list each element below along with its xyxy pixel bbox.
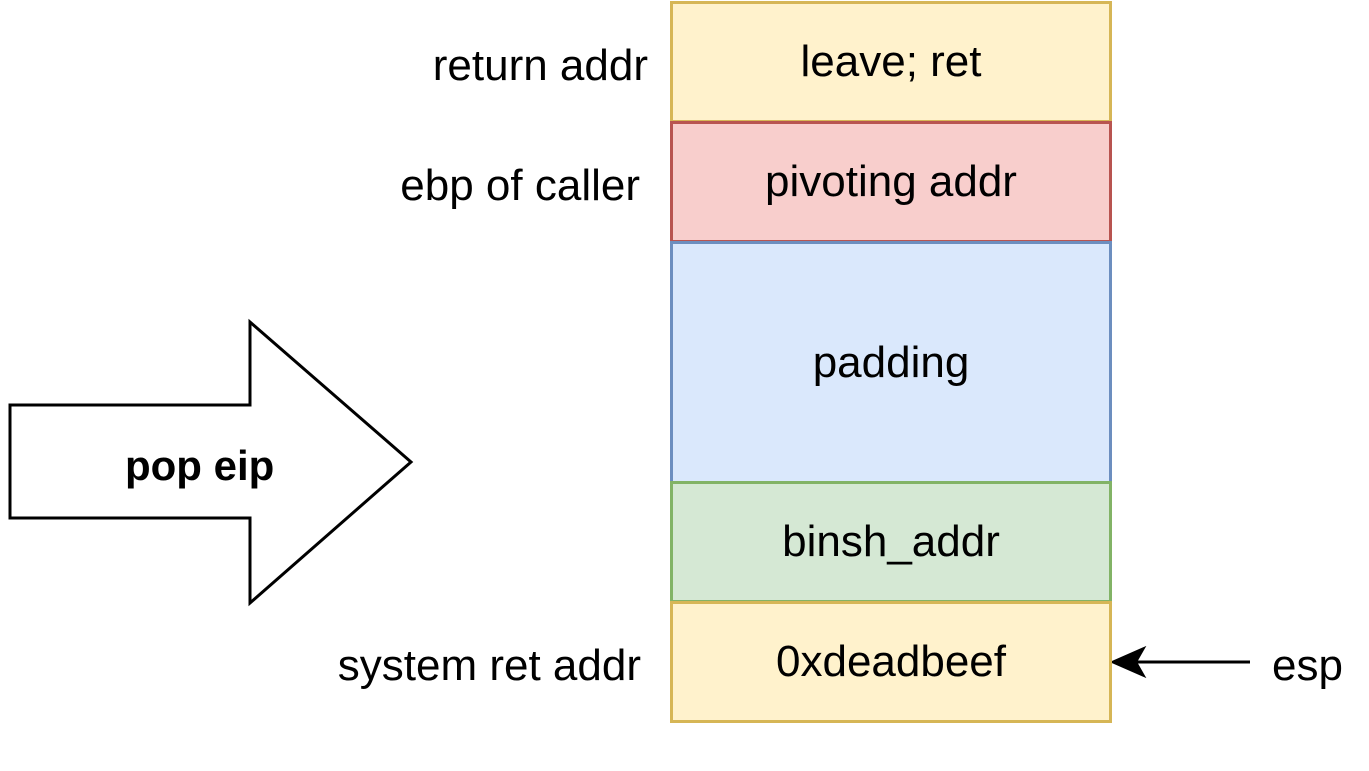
esp-label: esp xyxy=(1272,641,1343,690)
label-return-addr: return addr xyxy=(432,41,648,90)
label-ebp-of-caller: ebp of caller xyxy=(400,161,640,210)
pop-eip-label: pop eip xyxy=(125,442,275,489)
stack-cell-padding: padding xyxy=(670,241,1112,484)
label-system-ret-addr: system ret addr xyxy=(337,641,641,690)
stack-cell-system-ret-addr: 0xdeadbeef xyxy=(670,601,1112,723)
stack-cell-return-addr: leave; ret xyxy=(670,1,1112,123)
esp-pointer-arrow xyxy=(1109,645,1250,679)
stack-cell-ebp-of-caller: pivoting addr xyxy=(670,121,1112,243)
stack-cell-binsh-addr: binsh_addr xyxy=(670,481,1112,603)
